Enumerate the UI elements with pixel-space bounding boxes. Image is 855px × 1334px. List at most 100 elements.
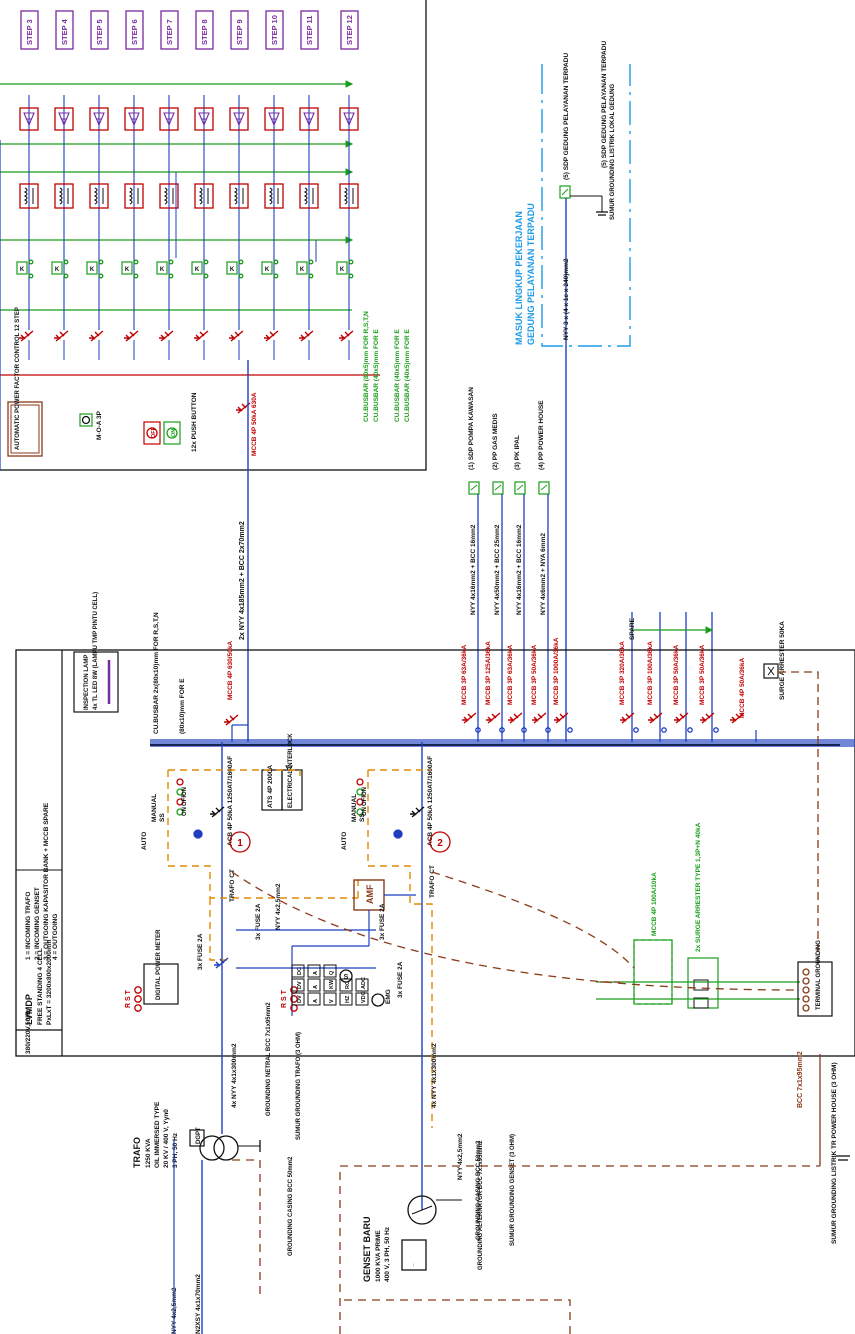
mccb-node [499,727,505,733]
sa-group [687,957,719,1009]
cable-label: NYY 4x16mm2 + BCC 16mm2 [516,524,523,615]
load-mark [470,484,478,491]
manual-label: MANUAL [151,794,158,822]
trafo-coil-2 [213,1135,239,1161]
contactor-node [133,273,139,279]
mccb-node [545,727,551,733]
mccb-node [567,727,573,733]
breaker-stroke [410,806,425,818]
step-label-box [195,10,214,50]
spare-mccb [674,712,689,724]
step-label-box [230,10,249,50]
fuse-label: 3x FUSE 2A [197,933,204,970]
meter-cell [323,978,337,992]
reactor-box [54,183,74,209]
contactor-letter: K [125,267,130,273]
lvmdp-desc: PxLxT = 3200x800x2000mm [46,939,53,1025]
mccb-node [713,727,719,733]
trafo-spec: OIL IMMERSED TYPE [154,1101,161,1168]
lvmdp-frame [15,649,855,1057]
contactor-box [296,261,308,275]
surge-box [763,663,779,679]
apfc-box [7,401,43,457]
contactor-letter: K [265,267,270,273]
outgoing-mccb-label: MCCB 3P 1000A/36kA [553,637,560,705]
load-box [538,481,550,495]
breaker-stroke [194,330,209,342]
step-label: STEP 9 [235,19,244,45]
breaker-stroke [730,712,745,724]
lamp-label: OFF [182,794,188,806]
spare-mccb [700,712,715,724]
reactor-box [89,183,109,209]
rst-terminal [290,995,298,1003]
genset-g [411,1205,433,1215]
busbar-arrow [345,80,354,88]
step-breaker [339,330,354,342]
indicator-lamp [356,798,364,806]
rst-terminal [134,986,142,994]
on-button [163,421,181,445]
sa-unit [693,997,709,1009]
reactor-coil [58,187,69,205]
lamp-label: ON [182,787,188,796]
circle-1 [229,831,251,853]
outgoing-mccb-label: MCCB 3P 125A/36kA [485,641,492,705]
s-label: S [344,974,349,981]
contactor-letter: K [160,267,165,273]
digital-meter-box [143,963,179,1005]
contactor-letter: K [55,267,60,273]
breaker-stroke [19,330,34,342]
sa-unit [693,979,709,991]
inspection-box [73,651,119,713]
meter-cell [307,964,321,978]
circle-1-label: 1 [237,838,243,849]
busbar-label-rstn: CU.BUSBAR (80x5)mm FOR R,S,T,N [363,311,370,422]
meter-cell [339,992,353,1006]
main-cap-mccb-label: MCCB 4P 50kA 630A [251,392,258,456]
breaker-stroke [486,712,501,724]
indicator-lamp [176,778,184,786]
reactor-coil [233,187,244,205]
reactor-coil [128,187,139,205]
scope-load-label: (5) SDP GEDUNG PELAYANAN TERPADU [601,41,608,168]
spare-arrow [705,626,714,634]
legend-item: 4 = OUTGOING [52,914,59,960]
contactor-node [238,273,244,279]
surge-label: SURGE ARRESTER 50KA [779,621,786,700]
reactor-box [339,183,359,209]
acb2-label: ACB 4P 50kA 1250AT/1600AF [427,756,434,846]
sa-mccb-label: MCCB 4P 100A/10kA [651,872,658,936]
on-label: ON [171,429,177,437]
spare-label: SPARE [629,617,636,640]
breaker-stroke [89,330,104,342]
contactor-box [261,261,273,275]
grounding-alternator-label: GROUNDING ALTERNATOR BCC 7x1x95mm2 [478,1140,484,1270]
on-lamp [166,427,178,439]
load-mark [540,484,548,491]
outgoing-mccb [532,712,547,724]
circle-2 [429,831,451,853]
sumur-trafo-label: SUMUR GROUNDING TRAFO (3 OHM) [296,1032,302,1140]
breaker-stroke [210,806,225,818]
capacitor-icon [268,112,280,127]
meter-cell [291,964,305,978]
reactor-coil [268,187,279,205]
reactor-coil [343,187,354,205]
step-label: STEP 5 [95,19,104,45]
scope-title-1: MASUK LINGKUP PEKERJAAN [514,211,524,345]
capacitor-box [124,107,144,131]
lvmdp-title: LVMDP [24,994,34,1025]
auto-label: AUTO [341,832,348,850]
breaker-stroke [508,712,523,724]
breaker-stroke [214,957,229,969]
apfc-label: AUTOMATIC POWER FACTOR CONTROL 12 STEP [15,307,21,450]
scope-tick [541,64,631,70]
indicator-lamp [356,778,364,786]
fuse-label: 3x FUSE 2A [379,903,386,940]
reactor-coil [23,187,34,205]
contactor-letter: K [90,267,95,273]
cap-mccb [224,714,239,726]
contactor-letter: K [195,267,200,273]
off-label: OFF [151,426,157,438]
